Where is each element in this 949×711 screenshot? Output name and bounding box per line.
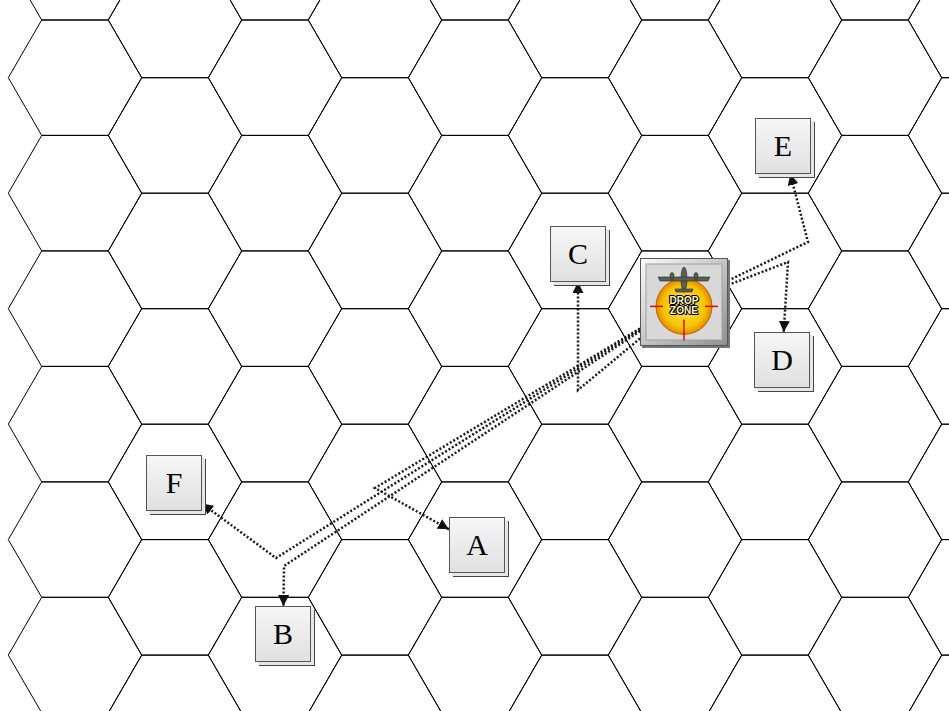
hex-cell xyxy=(308,655,441,711)
hex-cell xyxy=(608,482,741,597)
hex-cell xyxy=(408,135,541,251)
hex-cell xyxy=(8,597,141,711)
hex-cell xyxy=(608,20,741,135)
hex-cell xyxy=(708,0,841,78)
scatter-counter: A xyxy=(449,517,505,573)
hex-cell xyxy=(108,540,241,656)
hex-cell xyxy=(308,0,441,78)
hex-cell xyxy=(808,0,941,20)
hex-cell xyxy=(8,135,141,251)
hex-cell xyxy=(808,20,941,135)
hex-cell xyxy=(208,135,341,251)
hex-cell xyxy=(708,193,841,309)
hex-cell xyxy=(208,20,341,135)
hex-cell xyxy=(708,540,841,656)
hex-cell xyxy=(108,655,241,711)
counter-letter: B xyxy=(273,619,293,649)
hex-cell xyxy=(408,366,541,482)
hex-cell xyxy=(808,251,941,367)
scatter-counter: C xyxy=(550,226,606,282)
scatter-path xyxy=(728,174,808,281)
hex-cell xyxy=(708,655,841,711)
counter-letter: C xyxy=(568,239,588,269)
hex-cell xyxy=(608,251,741,367)
hex-cell xyxy=(708,309,841,425)
counter-letter: D xyxy=(771,345,793,375)
hex-cell xyxy=(408,20,541,135)
hex-cell xyxy=(808,366,941,482)
hex-cell xyxy=(8,0,141,20)
hex-cell xyxy=(608,135,741,251)
scatter-counter: E xyxy=(755,118,811,174)
counter-face xyxy=(646,264,722,340)
hex-cell xyxy=(308,540,441,656)
hex-cell xyxy=(508,193,641,309)
hex-cell xyxy=(8,20,141,135)
hex-cell xyxy=(8,482,141,597)
hex-cell xyxy=(608,0,741,20)
hex-cell xyxy=(208,366,341,482)
hex-cell xyxy=(308,309,441,425)
hex-cell xyxy=(908,309,949,425)
hex-cell xyxy=(908,540,949,656)
scatter-path xyxy=(283,331,640,606)
counter-letter: A xyxy=(466,530,488,560)
hex-cell xyxy=(308,424,441,539)
scatter-counter: B xyxy=(255,606,311,662)
hex-cell xyxy=(108,424,241,539)
scatter-path xyxy=(202,330,640,558)
hex-cell xyxy=(508,0,641,78)
hex-cell xyxy=(708,424,841,539)
hex-cell xyxy=(808,597,941,711)
hex-cell xyxy=(208,251,341,367)
hex-cell xyxy=(408,597,541,711)
scatter-counter: F xyxy=(146,455,202,511)
hex-cell xyxy=(608,366,741,482)
hex-cell xyxy=(908,424,949,539)
hex-cell xyxy=(308,193,441,309)
scatter-path xyxy=(578,282,640,390)
drop-zone-label: DROP ZONE xyxy=(664,296,704,316)
hex-cell xyxy=(8,366,141,482)
drop-zone-counter: DROP ZONE xyxy=(640,258,728,346)
hex-cell xyxy=(908,78,949,194)
hex-cell xyxy=(408,0,541,20)
hex-cell xyxy=(108,0,241,78)
hex-cell xyxy=(108,309,241,425)
hex-cell xyxy=(108,193,241,309)
counter-bevel xyxy=(641,259,728,346)
hex-cell xyxy=(108,78,241,194)
hex-cell xyxy=(908,655,949,711)
hex-cell xyxy=(508,540,641,656)
hex-cell xyxy=(508,78,641,194)
hex-cell xyxy=(508,424,641,539)
scatter-path xyxy=(728,262,788,332)
aircraft-icon xyxy=(658,267,710,292)
hex-cell xyxy=(508,309,641,425)
hex-cell xyxy=(808,135,941,251)
hex-cell xyxy=(208,482,341,597)
scatter-counter: D xyxy=(754,332,810,388)
hex-cell xyxy=(508,655,641,711)
hex-cell xyxy=(908,0,949,78)
hex-cell xyxy=(408,482,541,597)
counter-letter: E xyxy=(774,131,792,161)
counter-letter: F xyxy=(166,468,183,498)
hex-cell xyxy=(208,0,341,20)
hex-cell xyxy=(308,78,441,194)
hex-cell xyxy=(408,251,541,367)
hex-cell xyxy=(8,251,141,367)
hex-cell xyxy=(208,597,341,711)
hex-cell xyxy=(908,193,949,309)
hex-cell xyxy=(708,78,841,194)
hex-cell xyxy=(808,482,941,597)
hex-cell xyxy=(608,597,741,711)
